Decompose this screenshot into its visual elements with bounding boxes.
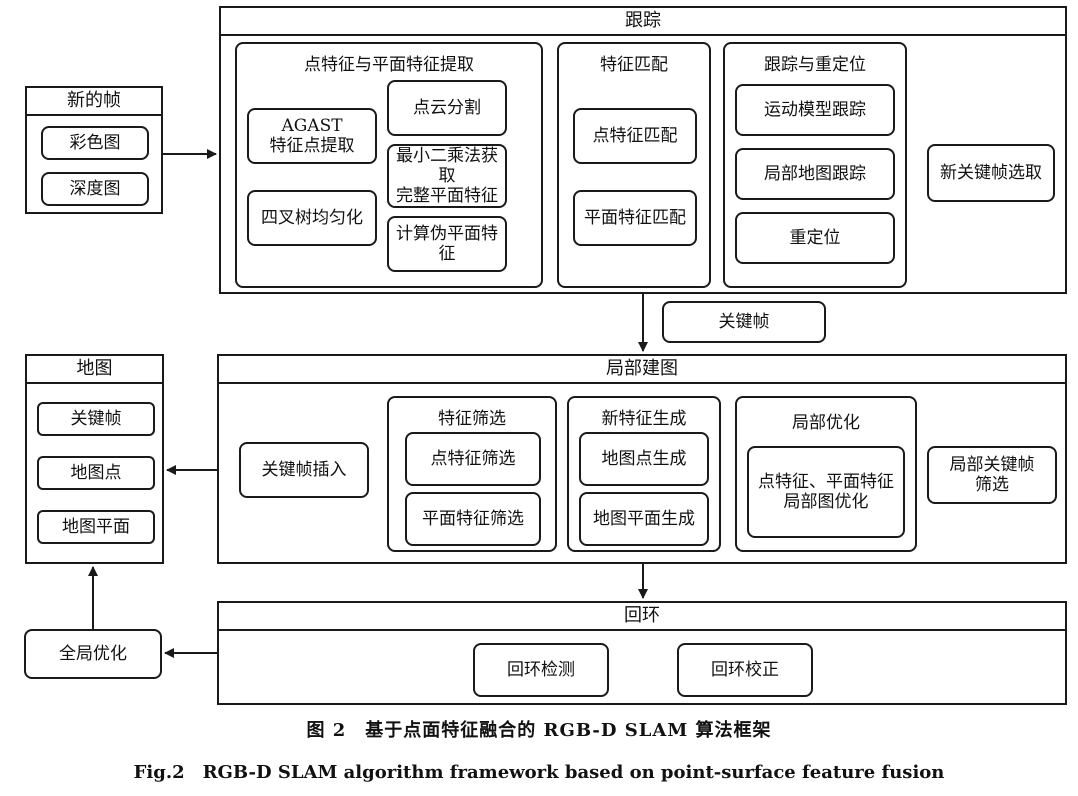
new-frame-box: 新的帧 彩色图 深度图: [25, 86, 163, 214]
local-mapping-title: 局部建图: [606, 358, 678, 379]
feature-matching-group: 特征匹配 点特征匹配 平面特征匹配: [557, 42, 711, 288]
color-image-node: 彩色图: [41, 126, 149, 160]
loop-title: 回环: [624, 605, 660, 626]
plane-matching-node: 平面特征匹配: [573, 190, 697, 246]
feature-filter-group: 特征筛选 点特征筛选 平面特征筛选: [387, 396, 557, 552]
tracking-title: 跟踪: [625, 10, 661, 31]
loop-box: 回环 回环检测 回环校正: [217, 601, 1067, 705]
new-feature-title: 新特征生成: [601, 409, 687, 429]
motion-model-node: 运动模型跟踪: [735, 84, 895, 136]
local-map-tracking-node: 局部地图跟踪: [735, 148, 895, 200]
tracking-reloc-title: 跟踪与重定位: [764, 55, 866, 75]
keyframe-insert-node: 关键帧插入: [239, 442, 369, 498]
divider: [27, 114, 161, 116]
point-matching-node: 点特征匹配: [573, 108, 697, 164]
tracking-box: 跟踪 点特征与平面特征提取 AGAST 特征点提取 四叉树均匀化 点云分割 最小…: [219, 6, 1067, 294]
map-point-node: 地图点: [37, 456, 155, 490]
plane-filter-node: 平面特征筛选: [405, 492, 541, 546]
caption-en: Fig.2 RGB-D SLAM algorithm framework bas…: [133, 762, 945, 783]
map-box: 地图 关键帧 地图点 地图平面: [25, 354, 164, 564]
local-opt-title: 局部优化: [792, 413, 860, 433]
feature-matching-title: 特征匹配: [600, 55, 668, 75]
relocalization-node: 重定位: [735, 212, 895, 264]
map-keyframe-node: 关键帧: [37, 402, 155, 436]
local-mapping-box: 局部建图 关键帧插入 特征筛选 点特征筛选 平面特征筛选 新特征生成 地图点生成…: [217, 354, 1067, 564]
point-filter-node: 点特征筛选: [405, 432, 541, 486]
point-plane-extraction-group: 点特征与平面特征提取 AGAST 特征点提取 四叉树均匀化 点云分割 最小二乘法…: [235, 42, 543, 288]
divider: [27, 382, 162, 384]
new-keyframe-selection-node: 新关键帧选取: [927, 144, 1055, 202]
keyframe-label-node: 关键帧: [662, 301, 826, 343]
divider: [219, 382, 1065, 384]
divider: [221, 34, 1065, 36]
map-plane-node: 地图平面: [37, 510, 155, 544]
agast-extraction-node: AGAST 特征点提取: [247, 108, 377, 164]
least-squares-node: 最小二乘法获取 完整平面特征: [387, 144, 507, 208]
pointcloud-seg-node: 点云分割: [387, 80, 507, 136]
loop-correction-node: 回环校正: [677, 643, 813, 697]
local-opt-group: 局部优化 点特征、平面特征 局部图优化: [735, 396, 917, 552]
pseudo-plane-node: 计算伪平面特征: [387, 216, 507, 272]
tracking-reloc-group: 跟踪与重定位 运动模型跟踪 局部地图跟踪 重定位: [723, 42, 907, 288]
map-plane-gen-node: 地图平面生成: [579, 492, 709, 546]
map-point-gen-node: 地图点生成: [579, 432, 709, 486]
caption-zh: 图 2 基于点面特征融合的 RGB-D SLAM 算法框架: [306, 720, 772, 741]
local-graph-opt-node: 点特征、平面特征 局部图优化: [747, 446, 905, 538]
global-opt-node: 全局优化: [24, 629, 162, 679]
quadtree-node: 四叉树均匀化: [247, 190, 377, 246]
local-keyframe-filter-node: 局部关键帧 筛选: [927, 446, 1057, 504]
new-feature-group: 新特征生成 地图点生成 地图平面生成: [567, 396, 721, 552]
new-frame-title: 新的帧: [67, 90, 121, 111]
map-title: 地图: [76, 358, 113, 379]
depth-image-node: 深度图: [41, 172, 149, 206]
divider: [219, 629, 1065, 631]
loop-detection-node: 回环检测: [473, 643, 609, 697]
feature-filter-title: 特征筛选: [438, 409, 506, 429]
point-plane-extraction-title: 点特征与平面特征提取: [304, 55, 474, 75]
